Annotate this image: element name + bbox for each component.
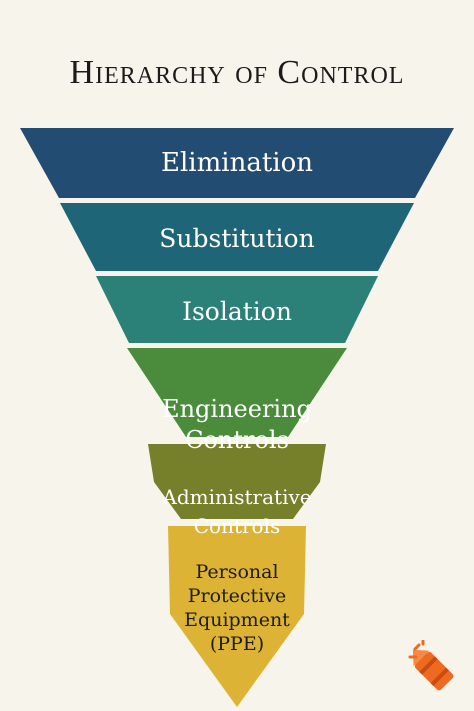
- level-ppe-text: Personal Protective Equipment (PPE): [184, 561, 290, 655]
- level-isolation-text: Isolation: [182, 297, 292, 326]
- level-administrative-controls-band: [148, 444, 326, 519]
- diagram-title: Hierarchy of Control: [69, 54, 405, 91]
- level-isolation-band: [96, 276, 378, 343]
- level-elimination-band: [20, 128, 454, 198]
- level-isolation-label: Isolation: [107, 295, 367, 329]
- crayon-icon: [408, 640, 454, 691]
- level-engineering-controls-label: Engineering Controls: [117, 363, 357, 456]
- level-elimination-label: Elimination: [107, 146, 367, 180]
- level-ppe-band: [168, 526, 306, 707]
- level-engineering-controls-band: [127, 348, 347, 437]
- level-ppe-label: Personal Protective Equipment (PPE): [147, 536, 327, 656]
- level-administrative-controls-text: Administrative Controls: [162, 485, 312, 538]
- level-elimination-text: Elimination: [161, 148, 313, 178]
- level-administrative-controls-label: Administrative Controls: [137, 454, 337, 541]
- level-engineering-controls-text: Engineering Controls: [162, 395, 312, 454]
- level-substitution-label: Substitution: [107, 222, 367, 256]
- level-substitution-text: Substitution: [159, 224, 315, 253]
- level-substitution-band: [60, 203, 414, 271]
